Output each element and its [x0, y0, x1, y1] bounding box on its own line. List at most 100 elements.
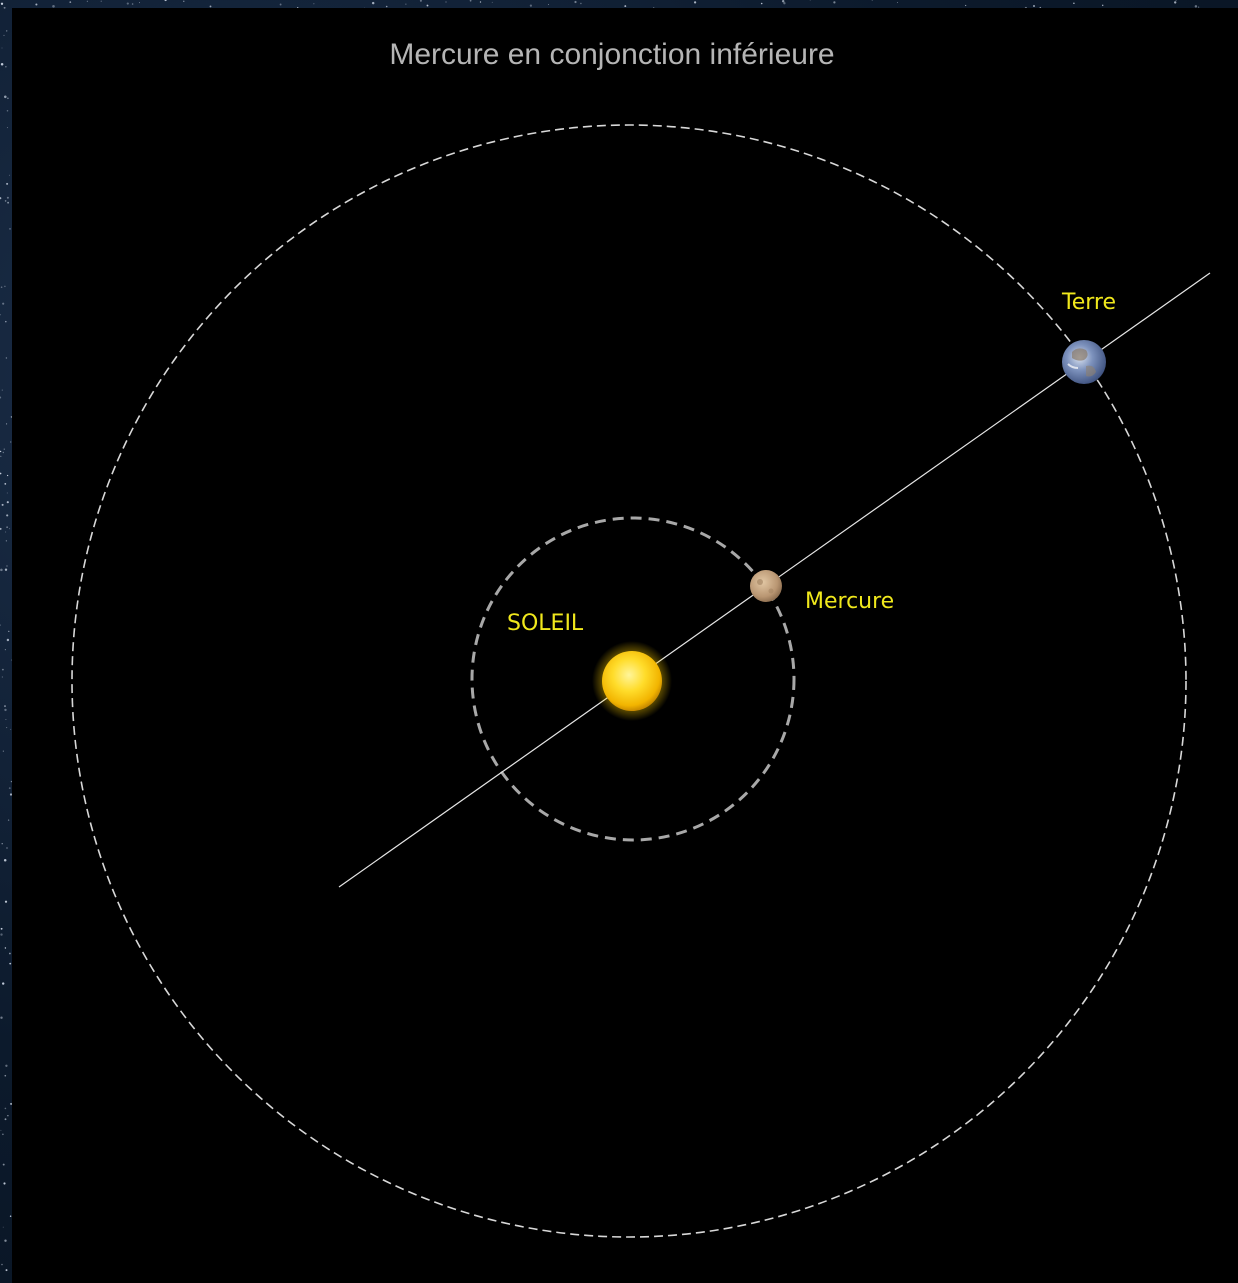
star: [5, 531, 7, 533]
star: [4, 1074, 7, 1077]
star: [6, 423, 8, 425]
star: [9, 793, 13, 796]
star: [4, 1107, 7, 1110]
star: [10, 441, 12, 443]
star: [1, 1263, 3, 1266]
star: [0, 568, 3, 572]
star: [4, 1239, 7, 1242]
star: [8, 174, 11, 176]
star: [1194, 5, 1198, 8]
star: [9, 1215, 12, 1218]
star: [8, 630, 10, 633]
star: [3, 859, 7, 862]
star: [2, 750, 4, 752]
star: [0, 472, 2, 475]
star: [0, 450, 2, 453]
star: [5, 1064, 8, 1067]
star: [385, 5, 388, 8]
star: [297, 6, 299, 9]
star: [5, 719, 7, 720]
star: [4, 649, 6, 651]
star: [8, 787, 11, 789]
star: [10, 416, 13, 418]
star: [426, 4, 429, 7]
star: [9, 962, 12, 965]
earth-orbit: [71, 124, 1187, 1238]
earth-cloud: [1067, 363, 1079, 369]
star: [10, 728, 12, 730]
star: [4, 1118, 7, 1121]
star: [35, 3, 38, 6]
star: [7, 97, 9, 100]
star: [693, 1, 697, 4]
star: [2, 1163, 5, 1166]
star: [1, 668, 4, 671]
star: [419, 0, 422, 2]
star: [9, 952, 11, 955]
star: [1101, 4, 1104, 7]
star: [1, 503, 4, 506]
star: [6, 638, 10, 642]
star: [6, 127, 8, 129]
star: [164, 0, 167, 2]
star: [0, 527, 2, 530]
star: [4, 705, 6, 708]
star: [6, 474, 9, 477]
star: [896, 2, 898, 4]
star: [11, 659, 12, 661]
star: [9, 228, 11, 230]
star: [479, 1, 482, 3]
star: [469, 0, 472, 2]
star: [405, 3, 407, 5]
star: [1174, 1, 1177, 4]
earth-continent: [1086, 365, 1096, 377]
star: [4, 708, 7, 712]
mercury: [750, 570, 782, 602]
star: [445, 1, 447, 3]
star: [833, 1, 836, 4]
star: [4, 95, 7, 99]
star: [183, 0, 185, 2]
star: [69, 1, 72, 3]
star: [139, 2, 140, 4]
star: [1197, 6, 1200, 8]
star: [209, 5, 212, 8]
star: [1, 47, 3, 49]
star: [0, 396, 2, 399]
star: [5, 320, 7, 323]
star: [6, 727, 8, 729]
star: [6, 182, 9, 185]
star: [781, 0, 785, 3]
star: [6, 501, 9, 504]
star: [7, 1115, 9, 1117]
star: [2, 1226, 4, 1228]
star: [529, 4, 532, 7]
star: [3, 34, 5, 36]
star: [574, 0, 577, 4]
star: [0, 927, 3, 930]
star: [6, 196, 9, 199]
star: [2, 451, 4, 454]
star: [1032, 4, 1036, 8]
star: [86, 0, 88, 2]
star: [0, 62, 4, 66]
star: [580, 2, 582, 5]
star: [4, 200, 7, 202]
star: [7, 201, 9, 204]
star: [3, 1182, 6, 1185]
star: [0, 1016, 3, 1019]
star: [4, 947, 7, 949]
star: [0, 1129, 2, 1131]
star: [5, 357, 8, 359]
star: [0, 197, 2, 200]
star: [52, 5, 55, 8]
star: [126, 2, 129, 5]
star: [4, 900, 8, 903]
star: [1175, 0, 1177, 1]
star: [4, 285, 6, 288]
star: [6, 514, 9, 517]
sun-disc: [602, 651, 662, 711]
star: [7, 819, 10, 821]
